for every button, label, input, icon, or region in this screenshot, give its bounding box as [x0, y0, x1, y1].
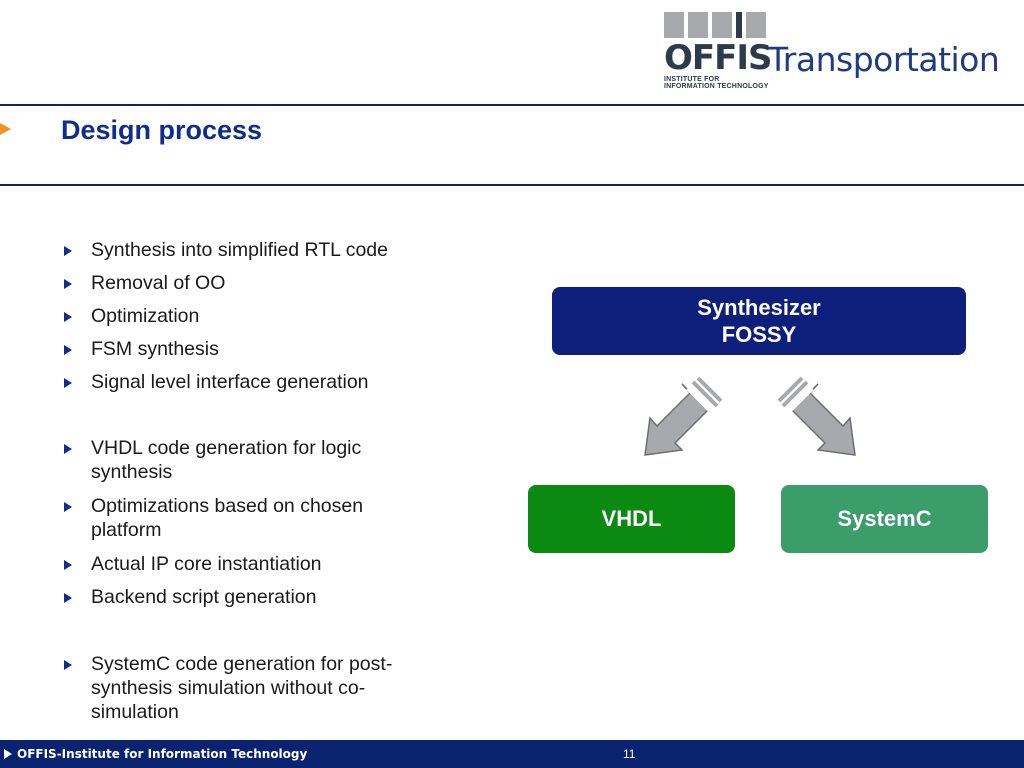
bullet-text: VHDL code generation for logic synthesis [91, 437, 362, 483]
flow-arrows [644, 376, 856, 456]
page-number: 11 [623, 747, 636, 761]
synthesizer-label: Synthesizer [697, 295, 821, 320]
vhdl-box: VHDL [528, 485, 735, 553]
synthesizer-tool-label: FOSSY [721, 322, 797, 347]
bullet-text: Optimizations based on chosen platform [91, 495, 364, 541]
title-marker-icon [0, 123, 11, 135]
logo-square [688, 12, 708, 38]
list-item: SystemC code generation for post-synthes… [64, 652, 448, 724]
bullet-icon [64, 502, 72, 512]
bullet-icon [64, 593, 72, 603]
bullet-icon [64, 378, 72, 388]
list-item: VHDL code generation for logic synthesis [64, 436, 434, 484]
bullet-text: Signal level interface generation [91, 371, 369, 393]
synthesizer-box: Synthesizer FOSSY [552, 287, 966, 355]
logo-square [712, 12, 732, 38]
footer-bar: OFFIS-Institute for Information Technolo… [0, 740, 1024, 768]
bullet-text: Actual IP core instantiation [91, 553, 322, 575]
arrow-to-vhdl-icon [644, 376, 723, 456]
list-item: Synthesis into simplified RTL code [64, 238, 464, 262]
logo-institute-line1: INSTITUTE FOR [664, 76, 720, 83]
bullet-icon [64, 345, 72, 355]
bullet-text: SystemC code generation for post-synthes… [91, 653, 393, 723]
bullet-icon [64, 660, 72, 670]
footer-organization: OFFIS-Institute for Information Technolo… [17, 747, 308, 761]
logo-institute-line2: INFORMATION TECHNOLOGY [664, 83, 769, 90]
bullet-icon [64, 312, 72, 322]
bullet-text: Synthesis into simplified RTL code [91, 239, 388, 261]
bullet-icon [64, 560, 72, 570]
bullet-icon [64, 279, 72, 289]
bullet-icon [64, 246, 72, 256]
logo-square [746, 12, 766, 38]
title-rule-bottom [0, 184, 1024, 186]
logo-brand: OFFIS [664, 38, 772, 78]
arrow-to-systemc-icon [777, 376, 856, 456]
list-item: Optimization [64, 304, 464, 328]
offis-logo: OFFIS Transportation INSTITUTE FOR INFOR… [664, 12, 1004, 92]
bullet-text: Backend script generation [91, 586, 317, 608]
bullet-icon [64, 444, 72, 454]
title-rule-top [0, 104, 1024, 106]
logo-bar [736, 12, 742, 38]
slide-title: Design process [61, 115, 263, 145]
vhdl-label: VHDL [601, 506, 662, 531]
bullet-text: FSM synthesis [91, 338, 219, 360]
list-item: Actual IP core instantiation [64, 552, 464, 576]
logo-institute: INSTITUTE FOR INFORMATION TECHNOLOGY [664, 76, 769, 90]
list-item: Optimizations based on chosen platform [64, 494, 434, 542]
logo-square [664, 12, 684, 38]
bullet-text: Optimization [91, 305, 200, 327]
list-item: Removal of OO [64, 271, 464, 295]
list-item: FSM synthesis [64, 337, 464, 361]
systemc-box: SystemC [781, 485, 988, 553]
logo-division: Transportation [768, 40, 1000, 79]
list-item: Backend script generation [64, 585, 464, 609]
list-item: Signal level interface generation [64, 370, 464, 394]
footer-marker-icon [4, 749, 12, 759]
bullet-text: Removal of OO [91, 272, 226, 294]
systemc-label: SystemC [837, 506, 932, 531]
